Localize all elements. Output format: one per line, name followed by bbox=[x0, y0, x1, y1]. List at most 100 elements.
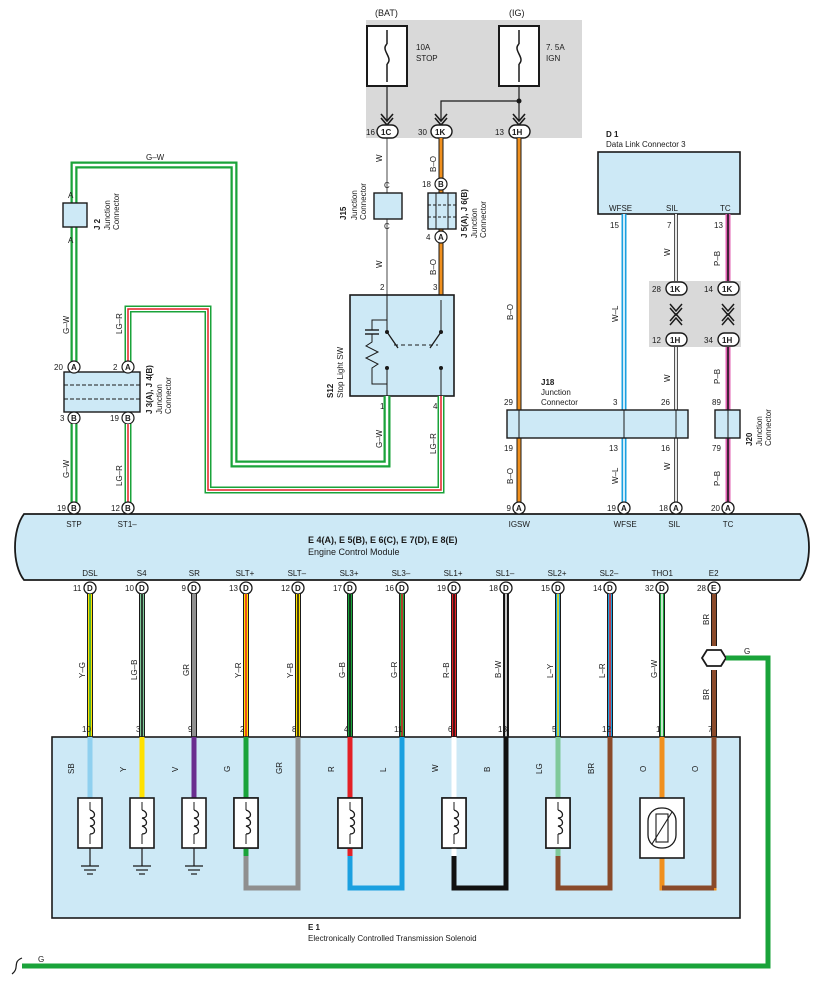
ecm-bottom-pin-2: D9 bbox=[182, 581, 201, 595]
solenoid-wire-label-8: B bbox=[483, 767, 492, 772]
ecm-bottom-label-10: SL2– bbox=[600, 569, 619, 578]
solenoid-coil-2 bbox=[181, 797, 207, 849]
solenoid-pin-4: 8 bbox=[292, 725, 297, 734]
ecm-wire-label-2: GR bbox=[182, 664, 191, 676]
j5-name2: Connector bbox=[479, 201, 488, 238]
j5-connector bbox=[427, 177, 457, 244]
wire-gw-left: G–W bbox=[62, 315, 71, 334]
svg-text:1K: 1K bbox=[722, 285, 732, 294]
ecm-wire-label-e2: BR bbox=[702, 614, 711, 625]
solenoid-pin-0: 10 bbox=[82, 725, 91, 734]
ecm-top-pin-0: B19 bbox=[57, 501, 81, 515]
ecm-top-label-1: ST1– bbox=[118, 520, 138, 529]
ecm-bottom-pin-5-num: 17 bbox=[333, 584, 342, 593]
s12-pin-2: 2 bbox=[380, 283, 385, 292]
d1-name: Data Link Connector 3 bbox=[606, 140, 686, 149]
j3-pin-2: 2 bbox=[113, 363, 118, 372]
wire-pb-lower: P–B bbox=[713, 471, 722, 486]
ecm-wire-label-5: G–B bbox=[338, 662, 347, 678]
wire-bo-top: B–O bbox=[429, 156, 438, 172]
fuse-bat-source: (BAT) bbox=[375, 8, 398, 18]
ecm-box bbox=[14, 513, 810, 581]
solenoid-pin-7: 6 bbox=[448, 725, 453, 734]
ecm-bottom-pin-4: D12 bbox=[281, 581, 305, 595]
ecm-wire-label-8: B–W bbox=[494, 660, 503, 678]
ecm-wire-label-6: G–R bbox=[390, 661, 399, 678]
svg-text:1H: 1H bbox=[512, 128, 522, 137]
e1-name: Electronically Controlled Transmission S… bbox=[308, 934, 477, 943]
svg-text:89: 89 bbox=[712, 398, 721, 407]
ecm-wire-label-9: L–Y bbox=[546, 663, 555, 678]
j15-pin-bottom: C bbox=[384, 222, 390, 231]
fuse-ign bbox=[498, 25, 540, 87]
solenoid-wire-label-2: V bbox=[171, 766, 180, 772]
j3-name2: Connector bbox=[164, 377, 173, 414]
ecm-bottom-pin-12: E28 bbox=[697, 581, 721, 595]
ecm-bottom-pin-8-letter: D bbox=[503, 584, 509, 593]
svg-text:1H: 1H bbox=[670, 336, 680, 345]
solenoid-wire-label-3: G bbox=[223, 766, 232, 772]
j2-pin-bottom: A bbox=[68, 236, 74, 245]
ecm-top-pin-3-num: 19 bbox=[607, 504, 616, 513]
ecm-bottom-pin-6-letter: D bbox=[399, 584, 405, 593]
wire-sil-mid: W bbox=[663, 374, 672, 382]
ecm-bottom-label-4: SLT– bbox=[288, 569, 307, 578]
connector-1h: 1H 13 bbox=[495, 124, 531, 139]
solenoid-pin-5: 4 bbox=[344, 725, 349, 734]
svg-text:26: 26 bbox=[661, 398, 670, 407]
ecm-top-pin-5: A20 bbox=[711, 501, 735, 515]
d1-pin-wfse: WFSE bbox=[609, 204, 632, 213]
wire-gw-j2-top: G–W bbox=[146, 153, 165, 162]
ecm-bottom-label-7: SL1+ bbox=[444, 569, 463, 578]
j15-connector bbox=[373, 192, 403, 220]
s12-pin-4: 4 bbox=[433, 402, 438, 411]
solenoid-pin-12: 7 bbox=[708, 725, 713, 734]
ecm-wire-label-7: R–B bbox=[442, 662, 451, 678]
ecm-bottom-label-11: THO1 bbox=[652, 569, 674, 578]
wire-pb-upper: P–B bbox=[713, 251, 722, 266]
svg-text:14: 14 bbox=[704, 285, 713, 294]
ecm-bottom-pin-4-num: 12 bbox=[281, 584, 290, 593]
j5-name: Junction bbox=[470, 208, 479, 238]
svg-text:29: 29 bbox=[504, 398, 513, 407]
solenoid-coil-0 bbox=[77, 797, 103, 849]
d1-pin-tc: TC bbox=[720, 204, 731, 213]
j3-connector bbox=[63, 360, 141, 425]
svg-text:7: 7 bbox=[667, 221, 672, 230]
ecm-bottom-pin-11-letter: D bbox=[659, 584, 665, 593]
ecm-top-pin-1-num: 12 bbox=[111, 504, 120, 513]
svg-text:A: A bbox=[71, 363, 77, 372]
ecm-bottom-label-1: S4 bbox=[137, 569, 147, 578]
ecm-bottom-pin-11: D32 bbox=[645, 581, 669, 595]
solenoid-loop-2 bbox=[451, 737, 509, 891]
svg-text:1K: 1K bbox=[670, 285, 680, 294]
j18-name2: Connector bbox=[541, 398, 578, 407]
ecm-top-label-2: IGSW bbox=[509, 520, 531, 529]
solenoid-wire-label-1: Y bbox=[119, 766, 128, 772]
j5-pin-top-num: 18 bbox=[422, 180, 431, 189]
ecm-wire-label-0: Y–G bbox=[78, 662, 87, 678]
j2-connector bbox=[62, 202, 88, 228]
solenoid-pin-9: 5 bbox=[552, 725, 557, 734]
ecm-top-label-3: WFSE bbox=[614, 520, 637, 529]
svg-text:15: 15 bbox=[610, 221, 619, 230]
svg-text:1C: 1C bbox=[381, 128, 391, 137]
e1-id: E 1 bbox=[308, 923, 321, 932]
ecm-top-pin-3: A19 bbox=[607, 501, 631, 515]
solenoid-loop-3 bbox=[555, 737, 613, 891]
ecm-bottom-pin-2-num: 9 bbox=[182, 584, 187, 593]
ecm-wire-label-1: LG–B bbox=[130, 660, 139, 680]
j18-connector bbox=[506, 409, 689, 439]
ecm-name: Engine Control Module bbox=[308, 547, 400, 557]
j20-name2: Connector bbox=[764, 409, 773, 446]
solenoid-coil-pair-top-1 bbox=[337, 797, 363, 849]
fuse-ig-source: (IG) bbox=[509, 8, 525, 18]
j15-name2: Connector bbox=[359, 183, 368, 220]
svg-text:19: 19 bbox=[504, 444, 513, 453]
ecm-bottom-pin-3: D13 bbox=[229, 581, 253, 595]
ecm-bottom-label-12: E2 bbox=[709, 569, 719, 578]
ecm-top-pin-0-num: 19 bbox=[57, 504, 66, 513]
ecm-bottom-pin-1: D10 bbox=[125, 581, 149, 595]
